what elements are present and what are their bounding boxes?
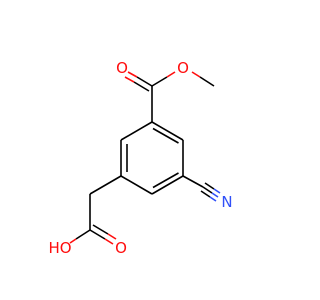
bond-acid-c-o-double-a-o [104, 238, 114, 245]
bond-ester-c-o-single-o [166, 71, 176, 78]
atom-label-ester-carbonyl-oxygen: O [116, 59, 128, 77]
bond-ring-to-ch2 [89, 175, 122, 195]
bond-ester-c-o-single [151, 76, 168, 87]
bond-acid-c-oh [75, 229, 91, 240]
bond-ester-c-o-double-a [136, 76, 153, 87]
bond-ester-o-methyl-o [191, 71, 201, 78]
atom-label-nitrile-nitrogen: N [221, 193, 232, 211]
bond-nitrile-triple-3 [200, 190, 211, 198]
ring-bond-c6-c1 [120, 121, 153, 141]
molecule-structure-diagram: O O N O HO [48, 59, 232, 257]
bond-acid-c-o-double-b [92, 224, 109, 235]
bond-ester-c-o-double-b [133, 81, 150, 92]
bond-ester-o-methyl [199, 76, 215, 87]
bond-nitrile-triple-3-n [209, 196, 217, 202]
atom-label-acid-hydroxyl: HO [48, 239, 71, 257]
bond-acid-c-oh-o [69, 238, 77, 244]
atom-label-acid-carbonyl-oxygen: O [115, 239, 127, 257]
bond-ester-c-o-double-b-o [124, 76, 135, 83]
bond-nitrile-triple-1 [202, 186, 213, 194]
bond-ester-c-o-double-a-o [127, 71, 138, 78]
bond-ring-to-nitrile-carbon [182, 175, 204, 188]
ring-bond-c4-c5 [120, 175, 153, 195]
ring-bond-c1-c2 [151, 121, 184, 141]
bond-nitrile-triple-2-n [213, 188, 221, 194]
bond-acid-c-o-double-b-o [107, 233, 117, 240]
bond-acid-c-o-double-a [89, 229, 106, 240]
ring-bond-c3-c4 [151, 175, 184, 195]
bond-nitrile-triple-1-n [211, 192, 219, 198]
atom-label-ester-oxygen: O [177, 59, 189, 77]
bond-nitrile-triple-2 [204, 182, 215, 190]
ring-bond-c1-c2-inner [152, 127, 179, 144]
ring-bond-c3-c4-inner [152, 172, 179, 189]
